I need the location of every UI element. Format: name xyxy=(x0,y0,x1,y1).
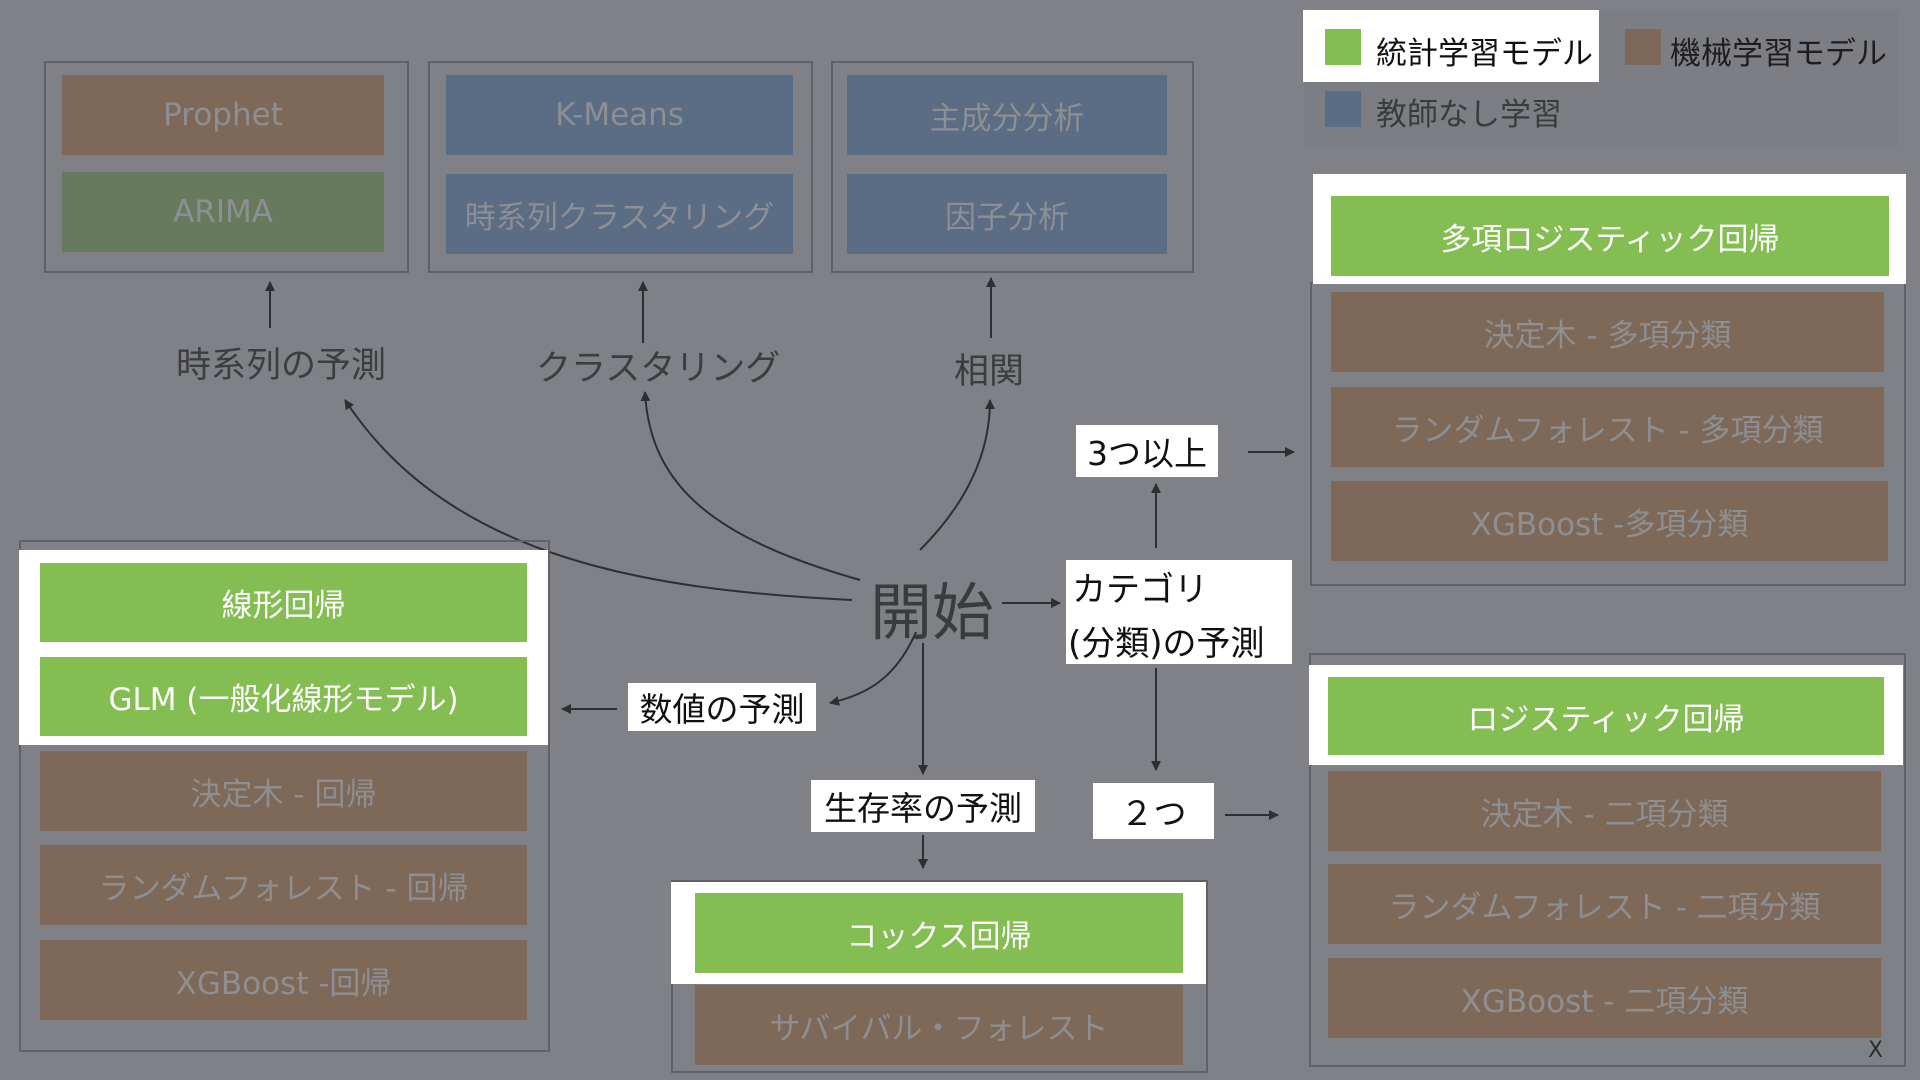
legend-ml-label: 機械学習モデル xyxy=(1670,36,1887,72)
model-prophet[interactable]: Prophet xyxy=(62,75,384,155)
binary-group xyxy=(1309,653,1906,1067)
numeric-label: 数値の予測 xyxy=(628,683,816,731)
legend-ml-swatch xyxy=(1625,29,1661,65)
arrow-start-to-numeric xyxy=(829,631,917,706)
category-label-box: カテゴリ (分類)の予測 xyxy=(1066,560,1292,664)
timeseries-group xyxy=(44,61,409,273)
model-tree-binary[interactable]: 決定木 - 二項分類 xyxy=(1328,771,1881,851)
clustering-group xyxy=(428,61,813,273)
category-label-line1: カテゴリ xyxy=(1072,570,1208,610)
survival-label: 生存率の予測 xyxy=(811,780,1035,832)
timeseries-label: 時系列の予測 xyxy=(176,346,387,386)
model-linear-regression[interactable]: 線形回帰 xyxy=(40,563,527,642)
legend-unsupervised-swatch xyxy=(1325,91,1361,127)
close-icon[interactable]: X xyxy=(1868,1038,1884,1063)
model-xgb-binary[interactable]: XGBoost - 二項分類 xyxy=(1328,958,1881,1038)
arrow-start-to-clustering xyxy=(640,391,861,581)
model-tree-regression[interactable]: 決定木 - 回帰 xyxy=(40,751,527,831)
legend-statistical-swatch xyxy=(1325,29,1361,65)
two-label: ２つ xyxy=(1093,783,1214,839)
model-survival-forest[interactable]: サバイバル・フォレスト xyxy=(695,985,1183,1065)
numeric-group xyxy=(19,540,550,1052)
model-glm[interactable]: GLM (一般化線形モデル) xyxy=(40,657,527,736)
model-logistic[interactable]: ロジスティック回帰 xyxy=(1328,677,1884,755)
correlation-group xyxy=(831,61,1194,273)
start-node: 開始 xyxy=(870,576,995,649)
model-xgb-multiclass[interactable]: XGBoost -多項分類 xyxy=(1331,481,1888,561)
three-or-more-label: 3つ以上 xyxy=(1076,425,1218,477)
category-label-line2: (分類)の予測 xyxy=(1068,624,1265,664)
correlation-label: 相関 xyxy=(954,352,1025,392)
model-kmeans[interactable]: K-Means xyxy=(446,75,793,155)
model-arima[interactable]: ARIMA xyxy=(62,172,384,252)
arrow-start-to-correlation xyxy=(919,399,995,551)
model-pca[interactable]: 主成分分析 xyxy=(847,75,1167,155)
model-cox-regression[interactable]: コックス回帰 xyxy=(695,893,1183,973)
legend-statistical-label: 統計学習モデル xyxy=(1376,36,1593,72)
model-rf-regression[interactable]: ランダムフォレスト - 回帰 xyxy=(40,845,527,925)
model-factor-analysis[interactable]: 因子分析 xyxy=(847,174,1167,254)
model-xgb-regression[interactable]: XGBoost -回帰 xyxy=(40,940,527,1020)
model-multinomial-logistic[interactable]: 多項ロジスティック回帰 xyxy=(1331,196,1889,276)
model-rf-multiclass[interactable]: ランダムフォレスト - 多項分類 xyxy=(1331,387,1884,467)
clustering-label: クラスタリング xyxy=(536,349,781,389)
model-tree-multiclass[interactable]: 決定木 - 多項分類 xyxy=(1331,292,1884,372)
arrow-start-to-timeseries xyxy=(344,399,853,601)
model-ts-clustering[interactable]: 時系列クラスタリング xyxy=(446,174,793,254)
model-rf-binary[interactable]: ランダムフォレスト - 二項分類 xyxy=(1328,864,1881,944)
legend-unsupervised-label: 教師なし学習 xyxy=(1376,97,1562,133)
